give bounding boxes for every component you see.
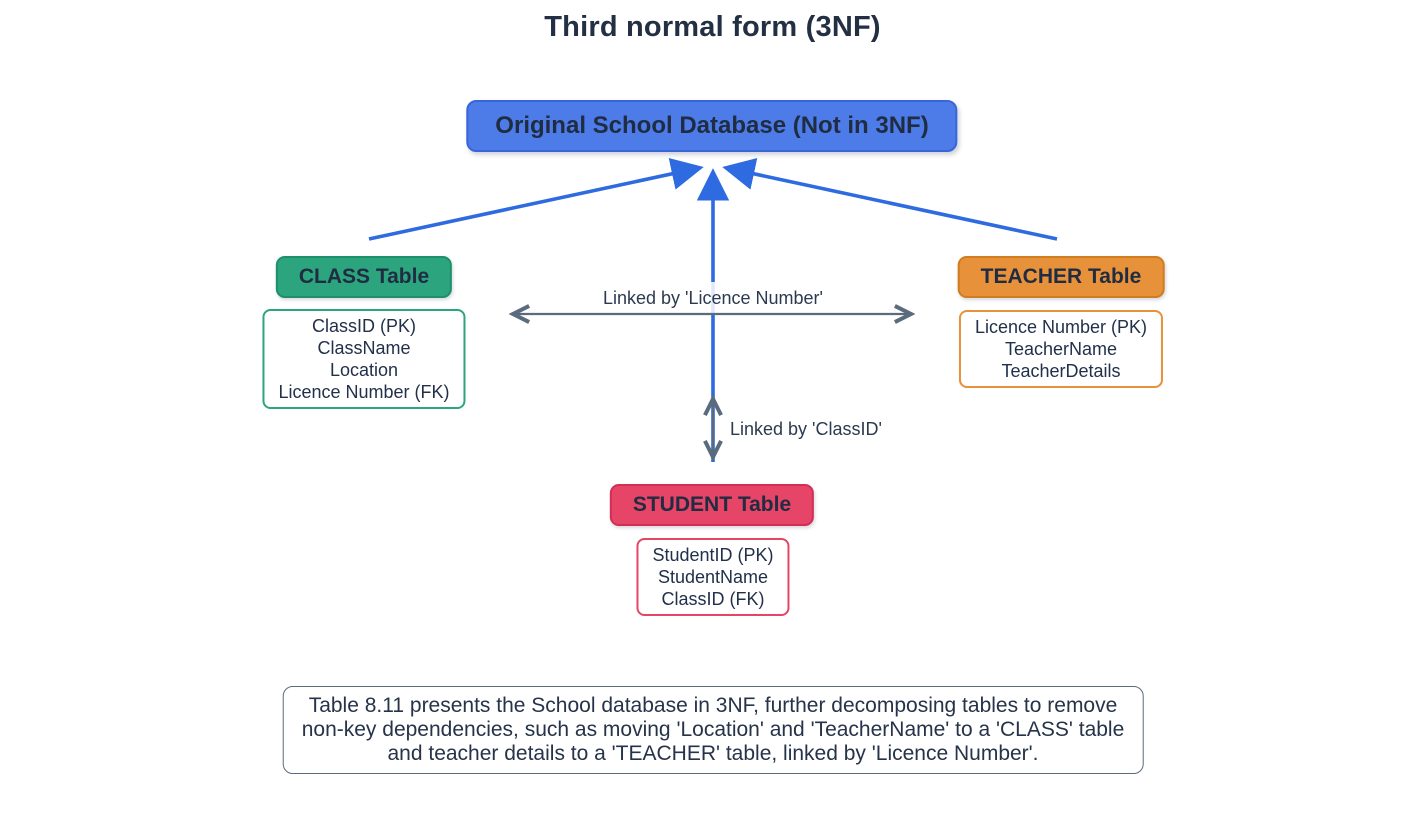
root-node-original-database: Original School Database (Not in 3NF) — [466, 100, 958, 152]
caption-line: Table 8.11 presents the School database … — [308, 694, 1118, 717]
attr-line: Licence Number (PK) — [974, 317, 1148, 337]
attr-line: StudentName — [657, 567, 769, 587]
attr-line: StudentID (PK) — [652, 545, 774, 565]
caption-line: and teacher details to a 'TEACHER' table… — [387, 742, 1039, 765]
arrow-teacher-to-root — [722, 157, 1058, 241]
caption-box: Table 8.11 presents the School database … — [282, 686, 1144, 774]
student-table-header: STUDENT Table — [609, 484, 815, 526]
attr-line: ClassID (FK) — [661, 589, 765, 609]
teacher-attr-box: Licence Number (PK) TeacherName TeacherD… — [958, 310, 1164, 388]
attr-line: ClassName — [317, 338, 411, 358]
caption-line: non-key dependencies, such as moving 'Lo… — [301, 718, 1125, 741]
diagram-title: Third normal form (3NF) — [544, 11, 881, 43]
link-classid-label: Linked by 'ClassID' — [727, 418, 885, 440]
class-attr-box: ClassID (PK) ClassName Location Licence … — [262, 309, 466, 409]
attr-line: TeacherDetails — [1001, 361, 1121, 381]
attr-line: Location — [329, 360, 399, 380]
arrow-class-to-root — [368, 157, 704, 241]
link-licence-label: Linked by 'Licence Number' — [603, 288, 823, 308]
attr-line: ClassID (PK) — [311, 316, 416, 336]
class-table-header: CLASS Table — [275, 256, 453, 298]
student-attr-box: StudentID (PK) StudentName ClassID (FK) — [636, 538, 790, 616]
attr-line: TeacherName — [1004, 339, 1118, 359]
teacher-table-header: TEACHER Table — [957, 256, 1165, 298]
attr-line: Licence Number (FK) — [278, 382, 450, 402]
